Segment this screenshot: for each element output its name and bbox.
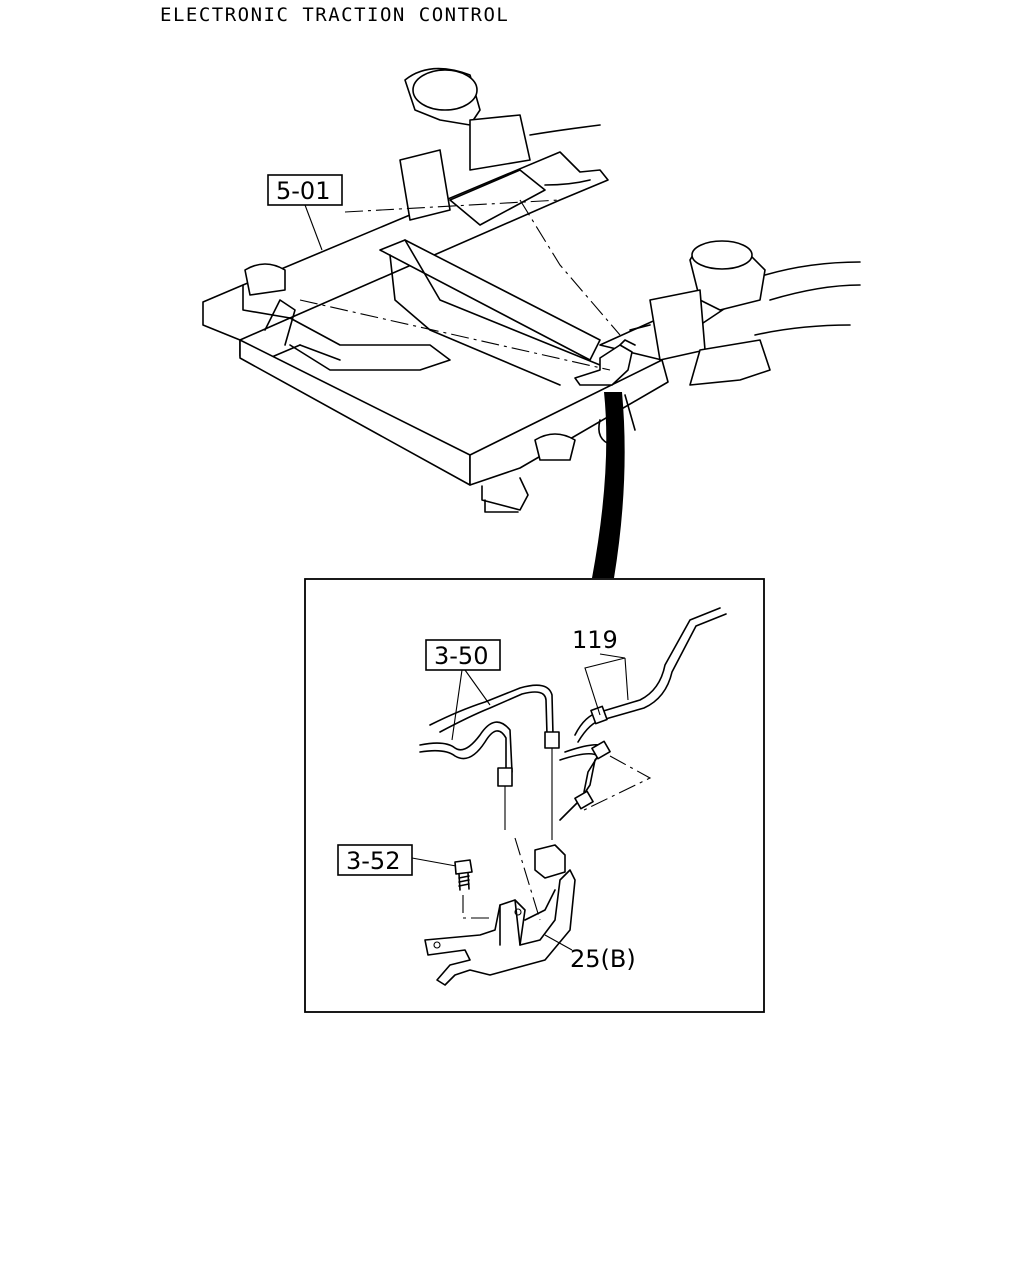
- brake-lines: [419, 607, 727, 921]
- pipe-a-callout-label: 3-50: [434, 642, 488, 670]
- page-title: ELECTRONIC TRACTION CONTROL: [160, 4, 510, 26]
- bracket-assembly: [424, 844, 576, 986]
- detail-frame: [304, 578, 765, 1013]
- pipe-b-callout-label: 119: [572, 626, 618, 654]
- frame-callout-label: 5-01: [276, 177, 330, 205]
- bracket-callout-label: 25(B): [570, 945, 636, 973]
- frame-callout: 5-01: [267, 174, 343, 251]
- detail-pointer: [592, 392, 625, 578]
- pipe-b-callout: 119: [572, 626, 629, 716]
- bracket-callout: 25(B): [544, 934, 636, 973]
- pipe-a-callout: 3-50: [425, 639, 501, 741]
- chassis-frame: [202, 67, 861, 513]
- bolt-callout-label: 3-52: [346, 847, 400, 875]
- bolt-icon: [454, 859, 473, 891]
- bolt-callout: 3-52: [337, 844, 457, 876]
